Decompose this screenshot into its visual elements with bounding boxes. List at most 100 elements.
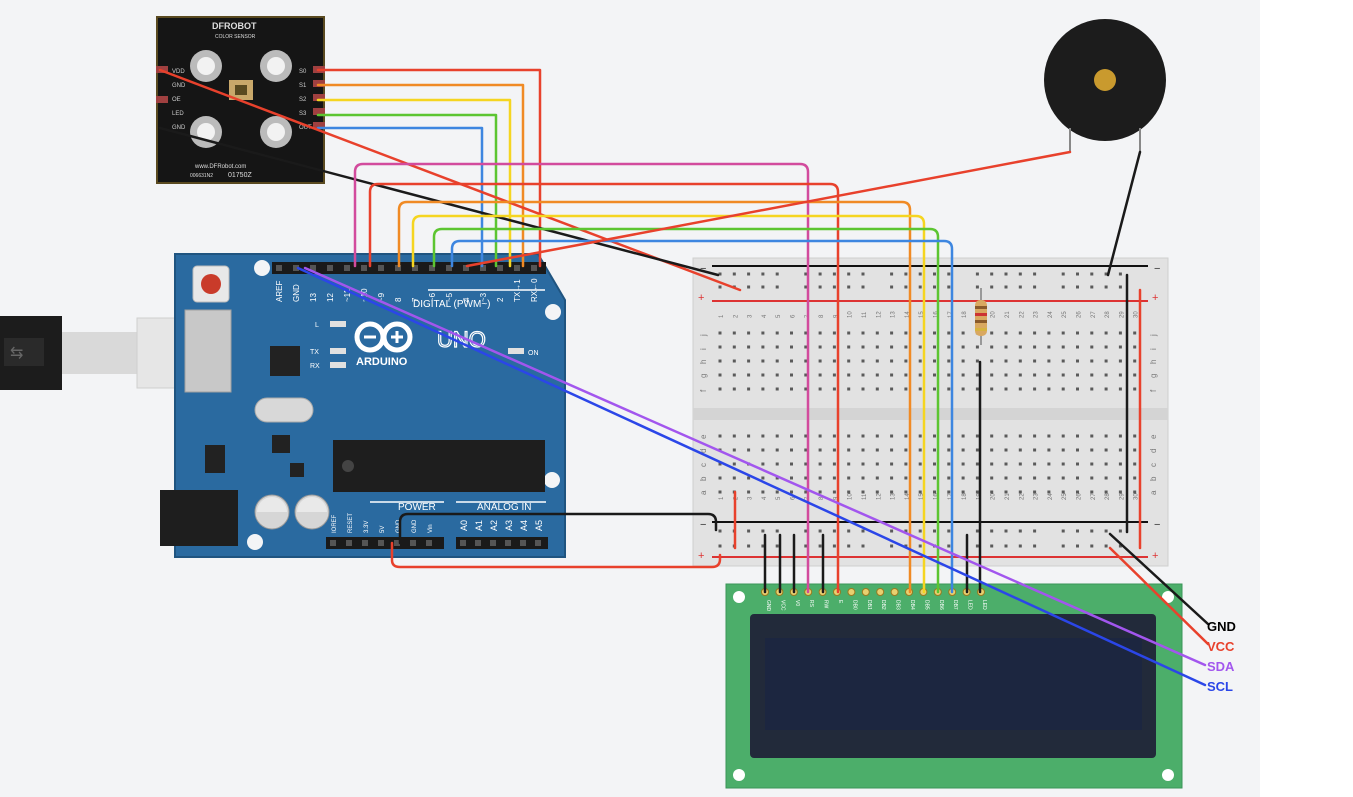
breadboard-column-number: 18 bbox=[962, 311, 968, 318]
power-pin-label: IOREF bbox=[332, 514, 338, 533]
analog-pin-label: A0 bbox=[459, 520, 469, 531]
lcd-pin-label: RW bbox=[823, 600, 829, 609]
sensor-pin-label: OE bbox=[172, 97, 181, 103]
breadboard-row-letter: f bbox=[1149, 389, 1158, 392]
rail-minus-label: − bbox=[1154, 519, 1160, 531]
power-header-label: POWER bbox=[398, 502, 436, 513]
breadboard-row-letter: d bbox=[699, 449, 708, 453]
wires bbox=[158, 68, 1210, 687]
breadboard-column-number: 6 bbox=[791, 496, 797, 500]
digital-pin-label: ~3 bbox=[479, 292, 488, 302]
digital-pin-label: 2 bbox=[496, 297, 505, 302]
sensor-code-a: 006631N2 bbox=[190, 173, 213, 179]
breadboard-column-number: 5 bbox=[776, 314, 782, 318]
digital-pin-label: 12 bbox=[326, 293, 335, 302]
breadboard-row-letter: e bbox=[1149, 434, 1158, 439]
wire-sda bbox=[303, 266, 1207, 667]
wire-scl bbox=[296, 266, 1207, 687]
lcd-pin-label: LED bbox=[967, 600, 973, 610]
breadboard-row-letter: i bbox=[699, 348, 708, 350]
wire-out bbox=[316, 126, 484, 268]
breadboard-column-number: 14 bbox=[905, 311, 911, 318]
lcd-pin-label: VCC bbox=[779, 600, 785, 611]
breadboard-column-number: 6 bbox=[791, 314, 797, 318]
rail-plus-label: + bbox=[698, 292, 704, 304]
breadboard-column-number: 21 bbox=[1005, 311, 1011, 318]
usb-cable: ⇆ bbox=[0, 316, 182, 390]
breadboard-column-number: 30 bbox=[1134, 493, 1140, 500]
wire-s3 bbox=[316, 113, 498, 268]
breadboard-row-letter: j bbox=[1149, 334, 1158, 337]
reset-button[interactable] bbox=[192, 265, 230, 303]
breadboard-column-number: 2 bbox=[733, 314, 739, 318]
analog-pin-label: A2 bbox=[489, 520, 499, 531]
on-led-label: ON bbox=[528, 350, 539, 357]
analog-pin-label: A4 bbox=[519, 520, 529, 531]
breadboard-column-number: 9 bbox=[833, 314, 839, 318]
breadboard-column-number: 23 bbox=[1034, 311, 1040, 318]
sensor-pin-label: GND bbox=[172, 125, 186, 131]
sensor-pin-label: S2 bbox=[299, 97, 307, 103]
sensor-title: COLOR SENSOR bbox=[215, 34, 256, 40]
breadboard-row-letter: d bbox=[1149, 449, 1158, 453]
breadboard-column-number: 26 bbox=[1077, 311, 1083, 318]
wire-s2 bbox=[316, 98, 512, 268]
lcd-pin-label: DB2 bbox=[880, 600, 886, 610]
breadboard-column-number: 26 bbox=[1077, 493, 1083, 500]
breadboard-row-letter: b bbox=[1149, 476, 1158, 481]
breadboard-column-number: 1 bbox=[719, 314, 725, 318]
analog-pin-label: A3 bbox=[504, 520, 514, 531]
breadboard: 1122334455667788991010111112121313141415… bbox=[692, 257, 1169, 567]
breadboard-column-number: 24 bbox=[1048, 493, 1054, 500]
sensor-brand: DFROBOT bbox=[212, 21, 257, 31]
breadboard-column-number: 24 bbox=[1048, 311, 1054, 318]
rail-minus-label: − bbox=[1154, 263, 1160, 275]
wire-6 bbox=[450, 239, 954, 594]
breadboard-column-number: 16 bbox=[934, 311, 940, 318]
breadboard-column-number: 27 bbox=[1091, 311, 1097, 318]
analog-header-label: ANALOG IN bbox=[477, 502, 531, 513]
wire-s0 bbox=[316, 68, 542, 268]
breadboard-column-number: 22 bbox=[1019, 493, 1025, 500]
rail-plus-label: + bbox=[1152, 292, 1158, 304]
sensor-pin-label: S3 bbox=[299, 111, 307, 117]
sensor-pin-label: S1 bbox=[299, 83, 307, 89]
breadboard-column-number: 28 bbox=[1105, 311, 1111, 318]
rail-minus-label: − bbox=[700, 263, 706, 275]
breadboard-column-number: 23 bbox=[1034, 493, 1040, 500]
digital-pin-label: 7 bbox=[411, 297, 420, 302]
sensor-url: www.DFRobot.com bbox=[194, 164, 246, 170]
power-pin-label: 5V bbox=[380, 526, 386, 533]
analog-pin-label: A1 bbox=[474, 520, 484, 531]
breadboard-column-number: 11 bbox=[862, 311, 868, 318]
breadboard-column-number: 29 bbox=[1119, 493, 1125, 500]
legend-label-gnd: GND bbox=[1207, 619, 1236, 634]
breadboard-column-number: 13 bbox=[891, 311, 897, 318]
lcd-pin-label: DB7 bbox=[952, 600, 958, 610]
arduino-brand: ARDUINO bbox=[356, 356, 408, 368]
breadboard-row-letter: f bbox=[699, 389, 708, 392]
breadboard-column-number: 18 bbox=[962, 493, 968, 500]
digital-pin-label: TX→1 bbox=[513, 279, 522, 302]
breadboard-column-number: 27 bbox=[1091, 493, 1097, 500]
lcd-pin bbox=[876, 588, 885, 596]
digital-pin-label: 4 bbox=[462, 297, 471, 302]
power-pin-label: Vin bbox=[428, 524, 434, 533]
breadboard-row-letter: h bbox=[699, 360, 708, 364]
breadboard-column-number: 4 bbox=[762, 314, 768, 318]
wire-buzzer-signal bbox=[465, 150, 1072, 268]
wire-sensor-vcc bbox=[158, 68, 742, 292]
sensor-code-b: 01750Z bbox=[228, 172, 252, 179]
wire-5v bbox=[390, 541, 722, 569]
digital-pin-label: ~9 bbox=[377, 292, 386, 302]
digital-pin-label: 8 bbox=[394, 297, 403, 302]
arduino-logo-icon bbox=[354, 321, 413, 353]
wire-9 bbox=[397, 200, 912, 594]
sensor-pin-label: OUT bbox=[299, 125, 312, 131]
lcd-pin bbox=[890, 588, 899, 596]
lcd-pin-label: E bbox=[837, 600, 843, 604]
lcd-pin-label: DB3 bbox=[895, 600, 901, 610]
